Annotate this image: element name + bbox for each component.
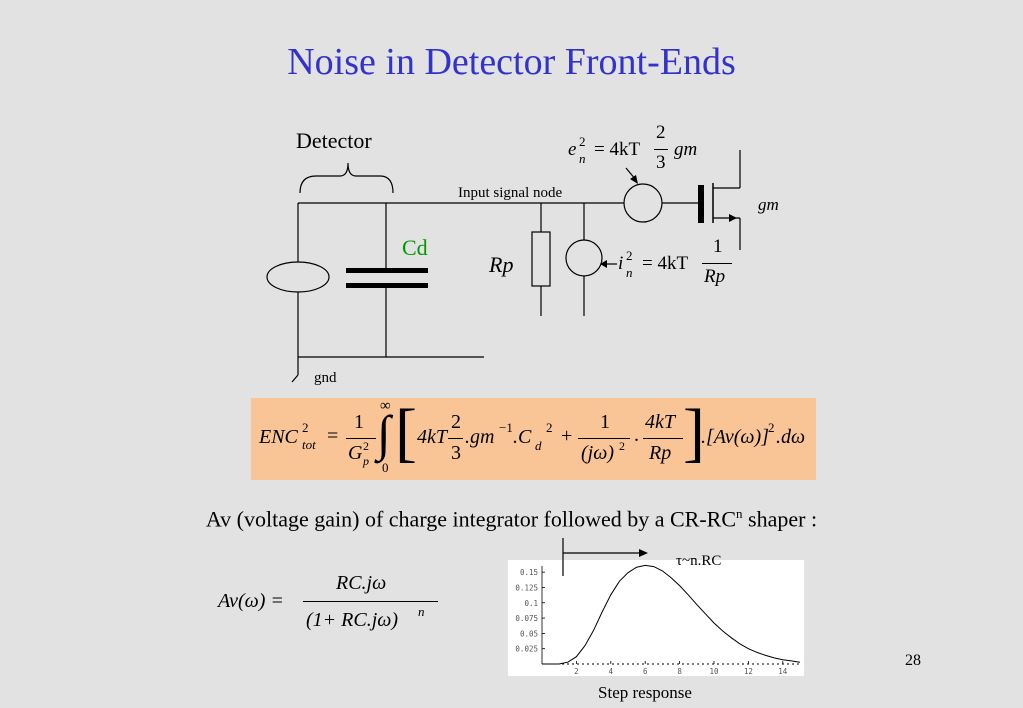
tau-label: τ~n.RC xyxy=(676,553,722,569)
step-response-chart: 0.025 0.05 0.075 0.1 0.125 0.15 2 4 6 8 10 12 14 xyxy=(508,560,804,676)
page-number: 28 xyxy=(905,652,921,669)
x-tick-label: 6 xyxy=(643,667,648,676)
circuit-diagram xyxy=(266,150,741,383)
y-tick-label: 0.125 xyxy=(515,583,538,592)
enc-formula-box: ENC 2 tot = 1 G 2 p ∞ ∫ 0 [ 4kT 2 3 .gm … xyxy=(251,398,816,480)
y-tick-label: 0.15 xyxy=(520,568,538,577)
fet-gate xyxy=(698,185,704,223)
rp-label: Rp xyxy=(489,252,514,277)
gm-label: gm xyxy=(758,195,779,214)
y-tick-label: 0.05 xyxy=(520,629,538,638)
x-tick-label: 8 xyxy=(677,667,682,676)
x-tick-label: 14 xyxy=(778,667,788,676)
gnd-label: gnd xyxy=(314,370,337,386)
step-response-caption: Step response xyxy=(598,683,692,702)
x-tick-label: 4 xyxy=(609,667,614,676)
gnd-symbol xyxy=(291,374,299,383)
in-noise-source xyxy=(565,239,603,277)
detector-label: Detector xyxy=(296,128,372,153)
x-tick-label: 2 xyxy=(574,667,579,676)
y-tick-label: 0.025 xyxy=(515,645,538,654)
slide-title: Noise in Detector Front-Ends xyxy=(287,41,736,83)
rp-resistor xyxy=(531,231,551,287)
x-tick-label: 12 xyxy=(744,667,753,676)
step-response-series xyxy=(542,564,801,665)
cd-capacitor-bottom xyxy=(346,283,428,288)
y-tick-label: 0.075 xyxy=(515,614,538,623)
cd-label: Cd xyxy=(402,235,428,260)
av-description: Av (voltage gain) of charge integrator f… xyxy=(205,506,818,532)
detector-source xyxy=(266,261,330,293)
x-tick-label: 10 xyxy=(709,667,719,676)
en-noise-source xyxy=(623,183,663,223)
tau-arrow xyxy=(562,538,648,576)
cd-capacitor-top xyxy=(346,268,428,273)
input-node-label: Input signal node xyxy=(458,185,563,201)
detector-brace xyxy=(299,162,394,194)
y-tick-label: 0.1 xyxy=(524,599,538,608)
